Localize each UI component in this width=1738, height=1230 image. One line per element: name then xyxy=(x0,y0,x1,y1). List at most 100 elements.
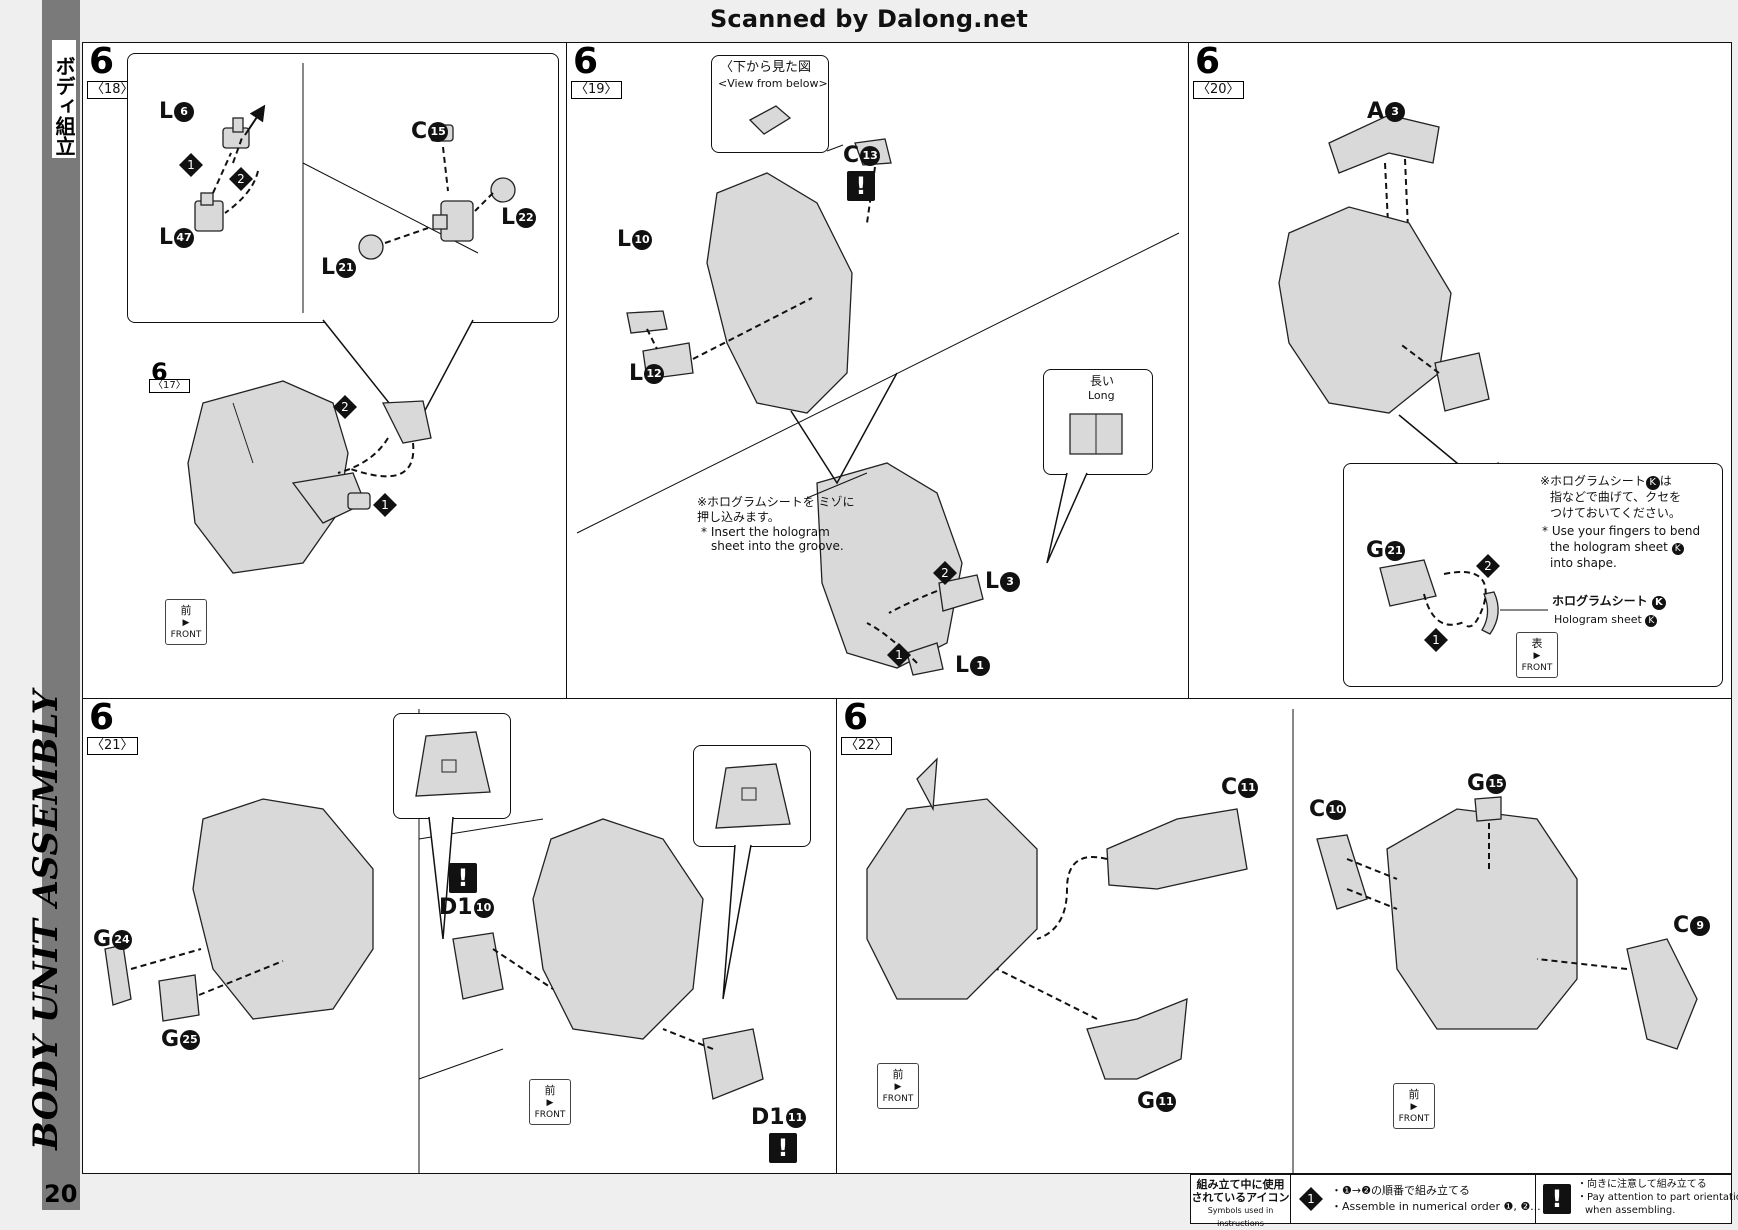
hologram-parts-drawing xyxy=(1379,559,1548,635)
part-view-drawing xyxy=(748,105,792,135)
panel-step-21: 6 〈21〉 xyxy=(82,698,838,1174)
step-number: 6 xyxy=(89,41,115,82)
svg-text:2: 2 xyxy=(1484,559,1492,573)
section-title-jp: ボディ組立 xyxy=(52,54,76,158)
section-title-jp-text: ボディ組立 xyxy=(52,56,76,156)
attention-icon: ! xyxy=(449,863,477,893)
inner-view-callout-1 xyxy=(393,713,511,819)
section-sidebar xyxy=(42,0,80,1210)
arrow-icon: ▶ xyxy=(1533,651,1541,661)
front-icon-jp: 前 xyxy=(180,604,192,617)
body-assembly-drawing xyxy=(1278,114,1500,474)
hologram-bend-note-en-2: the hologram sheet K xyxy=(1550,540,1684,555)
face-front-icon: 表 ▶ FRONT xyxy=(1516,632,1558,678)
front-icon: 前 ▶ FRONT xyxy=(165,599,207,645)
substep-label: 〈20〉 xyxy=(1193,81,1244,99)
svg-text:1: 1 xyxy=(381,498,389,512)
scan-credit-header: Scanned by Dalong.net xyxy=(0,0,1738,42)
long-callout: 長い Long xyxy=(1043,369,1153,475)
view-from-below-en: <View from below> xyxy=(718,77,828,90)
step-number: 6 xyxy=(1195,41,1221,82)
substep-label-17: 〈17〉 xyxy=(149,379,190,393)
inner-view-drawing xyxy=(715,763,791,829)
svg-text:1: 1 xyxy=(187,158,195,172)
svg-text:1: 1 xyxy=(1307,1192,1315,1206)
svg-text:1: 1 xyxy=(895,648,903,662)
svg-text:1: 1 xyxy=(1432,633,1440,647)
legend-attention-en-1: ・Pay attention to part orientation xyxy=(1577,1192,1738,1203)
view-from-below-callout: 〈下から見た図 <View from below> xyxy=(711,55,829,153)
order-marker-2: 2 xyxy=(1476,554,1500,578)
long-part-drawing xyxy=(1069,413,1123,455)
arrow-icon: ▶ xyxy=(1410,1102,1418,1112)
svg-text:2: 2 xyxy=(341,400,349,414)
hologram-bend-note-en-3: into shape. xyxy=(1550,556,1617,570)
long-jp: 長い xyxy=(1090,374,1115,388)
order-marker-2: 2 xyxy=(229,167,253,191)
step-number: 6 xyxy=(843,697,869,738)
scan-credit: Scanned by Dalong.net xyxy=(709,5,1029,33)
callout-pointer xyxy=(428,816,454,940)
face-icon-en: FRONT xyxy=(1521,663,1553,673)
body-assembly-drawing xyxy=(576,138,1180,676)
hologram-sheet-label-jp: ホログラムシート K xyxy=(1552,594,1666,610)
view-from-below-jp: 〈下から見た図 xyxy=(720,60,812,75)
icon-legend: 組み立て中に使用 されているアイコン Symbols used in instr… xyxy=(1190,1174,1738,1228)
legend-order-jp: ・❶→❷の順番で組み立てる xyxy=(1331,1184,1470,1197)
svg-text:2: 2 xyxy=(237,172,245,186)
callout-pointer xyxy=(722,844,752,1000)
order-marker-2: 2 xyxy=(933,561,957,585)
arrow-icon: ▶ xyxy=(182,618,190,628)
body-assembly-drawing xyxy=(187,380,432,574)
legend-divider xyxy=(1535,1175,1536,1223)
front-icon: 前 ▶ FRONT xyxy=(877,1063,919,1109)
order-marker-1: 1 xyxy=(887,643,911,667)
legend-order-en: ・Assemble in numerical order ❶, ❷... xyxy=(1331,1200,1541,1213)
order-marker-2: 2 xyxy=(333,395,357,419)
page-number: 20 xyxy=(44,1180,78,1208)
sidebar-square-marker xyxy=(52,40,76,54)
legend-attention-en-2: when assembling. xyxy=(1585,1205,1676,1216)
long-en: Long xyxy=(1088,389,1115,402)
order-icon: 1 xyxy=(1299,1187,1323,1211)
face-icon-jp: 表 xyxy=(1531,637,1543,650)
step-number: 6 xyxy=(573,41,599,82)
hologram-note-en-2: sheet into the groove. xyxy=(711,539,844,553)
attention-icon: ! xyxy=(769,1133,797,1163)
substep-label: 〈18〉 xyxy=(87,81,138,99)
hologram-bend-note-jp-2: 指などで曲げて、クセを xyxy=(1550,490,1682,504)
substep-label: 〈19〉 xyxy=(571,81,622,99)
inner-view-callout-2 xyxy=(693,745,811,847)
legend-attention-jp: ・向きに注意して組み立てる xyxy=(1577,1179,1707,1190)
order-marker-1: 1 xyxy=(373,493,397,517)
step-number: 6 xyxy=(89,697,115,738)
legend-title-en: Symbols used in instructions xyxy=(1207,1206,1274,1228)
svg-text:2: 2 xyxy=(941,566,949,580)
inner-view-drawing xyxy=(415,731,491,797)
hologram-bend-note-jp-3: つけておいてください。 xyxy=(1550,506,1681,520)
hologram-bend-note-en-1: * Use your fingers to bend xyxy=(1542,524,1701,538)
front-icon: 前 ▶ FRONT xyxy=(1393,1083,1435,1129)
legend-title: 組み立て中に使用 されているアイコン Symbols used in instr… xyxy=(1191,1175,1291,1228)
long-callout-pointer xyxy=(1046,472,1088,564)
